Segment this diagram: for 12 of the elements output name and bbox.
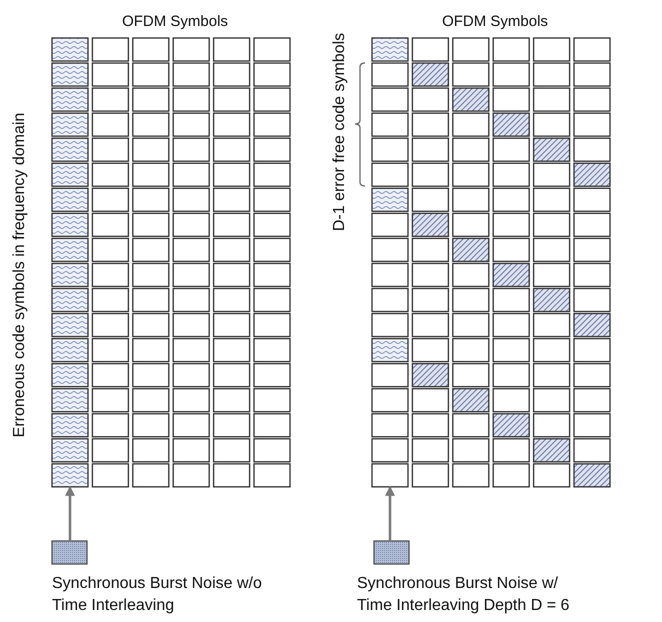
axis-title: D-1 error free code symbols xyxy=(331,32,349,232)
arrow xyxy=(385,486,395,541)
arrow xyxy=(65,486,75,541)
code-symbol-cell xyxy=(371,463,409,488)
axis-title: Erroneous code symbols in frequency domain xyxy=(11,112,29,438)
axis-title: OFDM Symbols xyxy=(121,13,229,31)
node-label: Synchronous Burst Noise w/ Time Interleaving Depth D = 6 xyxy=(357,574,570,616)
erroneous-symbol-cell xyxy=(51,463,89,488)
burst-noise-box xyxy=(51,540,88,565)
axis-title: OFDM Symbols xyxy=(441,13,549,31)
node-label: Synchronous Burst Noise w/o Time Interleaving xyxy=(52,574,263,616)
burst-noise-box xyxy=(373,540,410,565)
